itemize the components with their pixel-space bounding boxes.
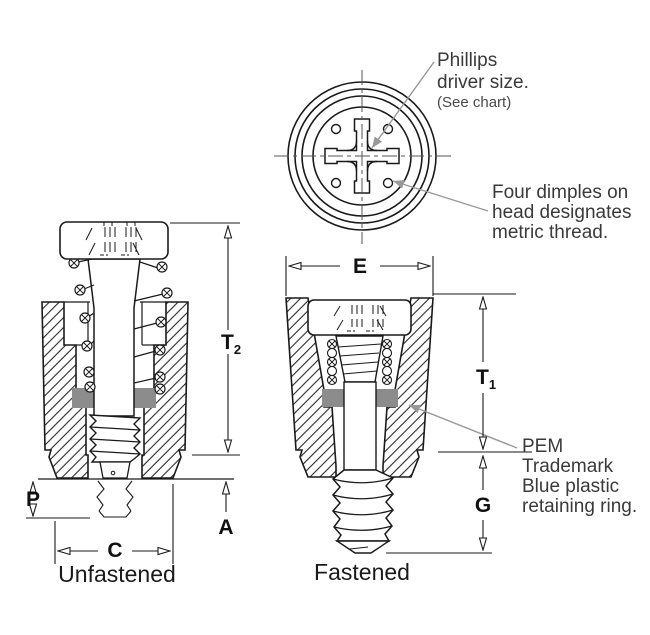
retaining-ring-left	[72, 388, 94, 408]
dimension-G	[386, 456, 492, 554]
dimension-T2	[170, 222, 240, 456]
dimension-E	[285, 256, 434, 296]
thread-helix-lines	[332, 477, 394, 531]
caption-unfastened: Unfastened	[58, 561, 176, 587]
unfastened-view	[38, 221, 234, 518]
caption-fastened: Fastened	[314, 559, 410, 585]
dimple-icon	[382, 177, 394, 189]
spring	[68, 257, 173, 395]
dimension-P	[26, 482, 90, 519]
pilot-mark	[110, 470, 116, 476]
spring-wire-sections	[68, 257, 173, 395]
top-view	[274, 70, 452, 244]
retaining-ring-right	[134, 388, 156, 408]
dimension-lines	[26, 222, 532, 564]
ring-callout-line2: Trademark	[522, 456, 614, 477]
screw-shank	[87, 258, 141, 417]
dimple-icon	[330, 177, 342, 189]
phillips-callout-line3: (See chart)	[437, 94, 511, 111]
knurl-marks	[333, 305, 387, 332]
knurl-marks	[85, 222, 143, 256]
dimension-C	[54, 484, 174, 564]
dimples-callout-line3: metric thread.	[492, 222, 608, 243]
dimension-label-c: C	[107, 539, 122, 562]
engaged-threads	[88, 414, 142, 463]
thread-crest-lines	[89, 426, 141, 455]
retaining-ring-right	[376, 389, 398, 407]
compressed-spring	[326, 338, 393, 386]
fastened-view	[285, 297, 434, 554]
dimples-leader-line	[392, 180, 489, 212]
housing-section-left	[41, 301, 89, 479]
dimension-label-p: P	[26, 488, 40, 511]
coil-lines	[337, 343, 382, 375]
dimples-callout-line2: head designates	[492, 202, 631, 223]
phillips-recess-wings	[346, 140, 378, 172]
thread-tip	[334, 540, 392, 554]
housing-section-left	[285, 297, 337, 478]
dimension-label-t2: T2	[221, 331, 241, 357]
labels: Phillips driver size. (See chart) Four d…	[26, 50, 637, 587]
dimension-label-t1: T1	[476, 366, 496, 392]
screw-head	[59, 221, 169, 260]
retaining-ring-left	[322, 389, 344, 407]
centerlines	[274, 70, 452, 244]
dimple-icon	[330, 123, 342, 135]
dimension-T1	[433, 293, 532, 453]
ring-callout-line3: Blue plastic	[522, 476, 619, 497]
screw-shank	[343, 381, 377, 471]
phillips-callout-line2: driver size.	[437, 72, 529, 93]
dimples-callout-line1: Four dimples on	[492, 182, 628, 203]
phillips-callout-line1: Phillips	[437, 50, 497, 71]
dimension-label-a: A	[218, 516, 233, 539]
phillips-leader-line	[371, 61, 435, 149]
dimension-label-e: E	[353, 255, 367, 278]
screw-head	[307, 299, 412, 336]
ring-callout-line4: retaining ring.	[522, 496, 637, 517]
shank-taper	[335, 335, 384, 383]
screw-pilot	[99, 461, 131, 479]
leader-lines	[371, 61, 518, 449]
housing-section-right	[382, 297, 434, 478]
protruding-tip	[96, 480, 134, 518]
retaining-ring-leader-line	[408, 404, 518, 449]
tip-mark	[349, 546, 369, 550]
dimple-icon	[382, 123, 394, 135]
ring-callout-line1: PEM	[522, 436, 563, 457]
dimension-label-g: G	[475, 494, 491, 517]
